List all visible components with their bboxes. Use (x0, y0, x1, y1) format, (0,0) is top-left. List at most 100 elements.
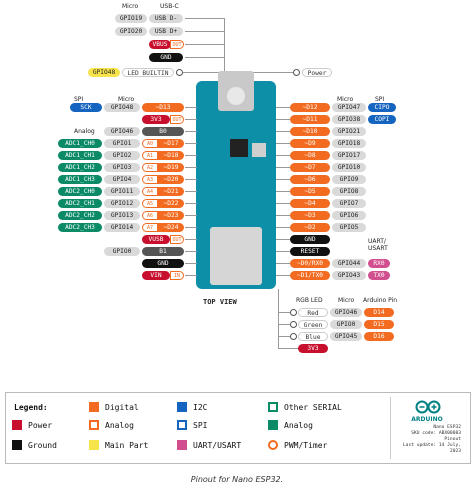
right-pin-4: ~D8 (290, 151, 330, 160)
left-a-7: A4 (142, 187, 158, 196)
left-a-5: A2 (142, 163, 158, 172)
left-micro-8: GPIO12 (104, 199, 140, 208)
left-pin-8: ~D22 (158, 199, 184, 208)
left-analog-8: ADC2_CH1 (58, 199, 102, 208)
uart-tx0: TX0 (368, 271, 390, 280)
right-pin-8: ~D4 (290, 199, 330, 208)
right-pin-10: ~D2 (290, 223, 330, 232)
legend-box: Legend: Power Ground Digital Analog Main… (5, 392, 471, 464)
left-pin-0: ~D13 (142, 103, 184, 112)
right-micro-2: GPIO21 (332, 127, 366, 136)
vbus-dir: OUT (170, 40, 184, 49)
top-view-label: TOP VIEW (203, 298, 237, 306)
brand-block: ARDUINO Nano ESP32 SKU code: ABX00083 Pi… (390, 397, 463, 459)
legend-swatch-spi (177, 420, 187, 430)
legend-swatch-analog-green (268, 420, 278, 430)
right-pin-0: ~D12 (290, 103, 330, 112)
legend-swatch-analog-outline (89, 420, 99, 430)
legend-label-i2c: I2C (193, 403, 208, 412)
left-analog-6: ADC1_CH3 (58, 175, 102, 184)
header-micro-left: Micro (118, 96, 135, 103)
left-gnd: GND (142, 259, 184, 268)
usb-dplus: USB D+ (149, 27, 183, 36)
rgb-green-pin: D15 (364, 320, 394, 329)
left-a-6: A3 (142, 175, 158, 184)
left-micro-7: GPIO11 (104, 187, 140, 196)
brand-name: ARDUINO (411, 416, 443, 423)
header-micro-usb: Micro (122, 3, 139, 10)
rgb-green-micro: GPIO0 (330, 320, 362, 329)
usb-micro-20: GPIO20 (115, 27, 147, 36)
legend-label-power: Power (28, 421, 53, 430)
left-analog-4: ADC1_CH1 (58, 151, 102, 160)
header-micro-right: Micro (337, 96, 354, 103)
arduino-logo-icon (415, 400, 441, 414)
left-pin-6: ~D20 (158, 175, 184, 184)
right-micro-1: GPIO38 (332, 115, 366, 124)
left-pin-4: ~D18 (158, 151, 184, 160)
uart-rx0: RX0 (368, 259, 390, 268)
chip (230, 139, 248, 157)
header-micro-rgb: Micro (338, 297, 355, 304)
right-micro-7: GPIO8 (332, 187, 366, 196)
right-pin-9: ~D3 (290, 211, 330, 220)
led-builtin-label: LED_BUILTIN (122, 68, 174, 77)
usb-dminus: USB D- (149, 14, 183, 23)
left-power-vusb: VUSB (142, 235, 170, 244)
right-pin-6: ~D6 (290, 175, 330, 184)
led-micro: GPIO48 (88, 68, 120, 77)
legend-label-main-part: Main Part (105, 441, 149, 450)
legend-label-spi: SPI (193, 421, 208, 430)
esp32-module (210, 227, 262, 285)
vbus-label: VBUS (149, 40, 171, 49)
header-usbc: USB-C (160, 3, 179, 10)
rgb-blue-micro: GPIO45 (330, 332, 362, 341)
header-analog-left: Analog (74, 128, 95, 135)
left-a-10: A7 (142, 223, 158, 232)
rgb-blue-dot (290, 333, 297, 340)
right-micro-3: GPIO18 (332, 139, 366, 148)
left-micro-3: GPIO1 (104, 139, 140, 148)
legend-swatch-digital (89, 402, 99, 412)
header-spi-right: SPI (375, 96, 385, 103)
rgb-red-micro: GPIO46 (330, 308, 362, 317)
legend-swatch-other-serial (268, 402, 278, 412)
rgb-red-label: Red (298, 308, 328, 317)
left-micro-4: GPIO2 (104, 151, 140, 160)
brand-meta-2: Pinout (444, 437, 461, 442)
left-micro-2: GPIO46 (104, 127, 140, 136)
left-a-8: A5 (142, 199, 158, 208)
right-micro-13: GPIO44 (332, 259, 366, 268)
left-power-vin: VIN (142, 271, 170, 280)
spi-sck: SCK (70, 103, 102, 112)
right-pin-7: ~D5 (290, 187, 330, 196)
right-pin-2: ~D10 (290, 127, 330, 136)
spi-copi: COPI (368, 115, 396, 124)
legend-swatch-power (12, 420, 22, 430)
right-pin-5: ~D7 (290, 163, 330, 172)
left-pin-7: ~D21 (158, 187, 184, 196)
rgb-green-label: Green (298, 320, 328, 329)
legend-swatch-pwm (268, 440, 278, 450)
rgb-blue-label: Blue (298, 332, 328, 341)
nano-esp32-board (196, 71, 276, 289)
right-micro-9: GPIO6 (332, 211, 366, 220)
power-led-label: Power (302, 68, 332, 77)
left-analog-3: ADC1_CH0 (58, 139, 102, 148)
usbc-port (227, 87, 245, 105)
brand-meta-0: Nano ESP32 (433, 425, 461, 430)
rgb-blue-pin: D16 (364, 332, 394, 341)
left-analog-7: ADC2_CH0 (58, 187, 102, 196)
left-micro-0: GPIO48 (104, 103, 140, 112)
rgb-3v3: 3V3 (298, 344, 328, 353)
rgb-red-dot (290, 309, 297, 316)
legend-swatch-ground (12, 440, 22, 450)
left-pin-3: ~D17 (158, 139, 184, 148)
legend-swatch-uart (177, 440, 187, 450)
chip-small (252, 143, 266, 157)
left-micro-9: GPIO13 (104, 211, 140, 220)
power-led-dot (293, 69, 300, 76)
left-micro-6: GPIO4 (104, 175, 140, 184)
left-dir-vusb: OUT (170, 235, 184, 244)
left-pin-b0: B0 (142, 127, 184, 136)
